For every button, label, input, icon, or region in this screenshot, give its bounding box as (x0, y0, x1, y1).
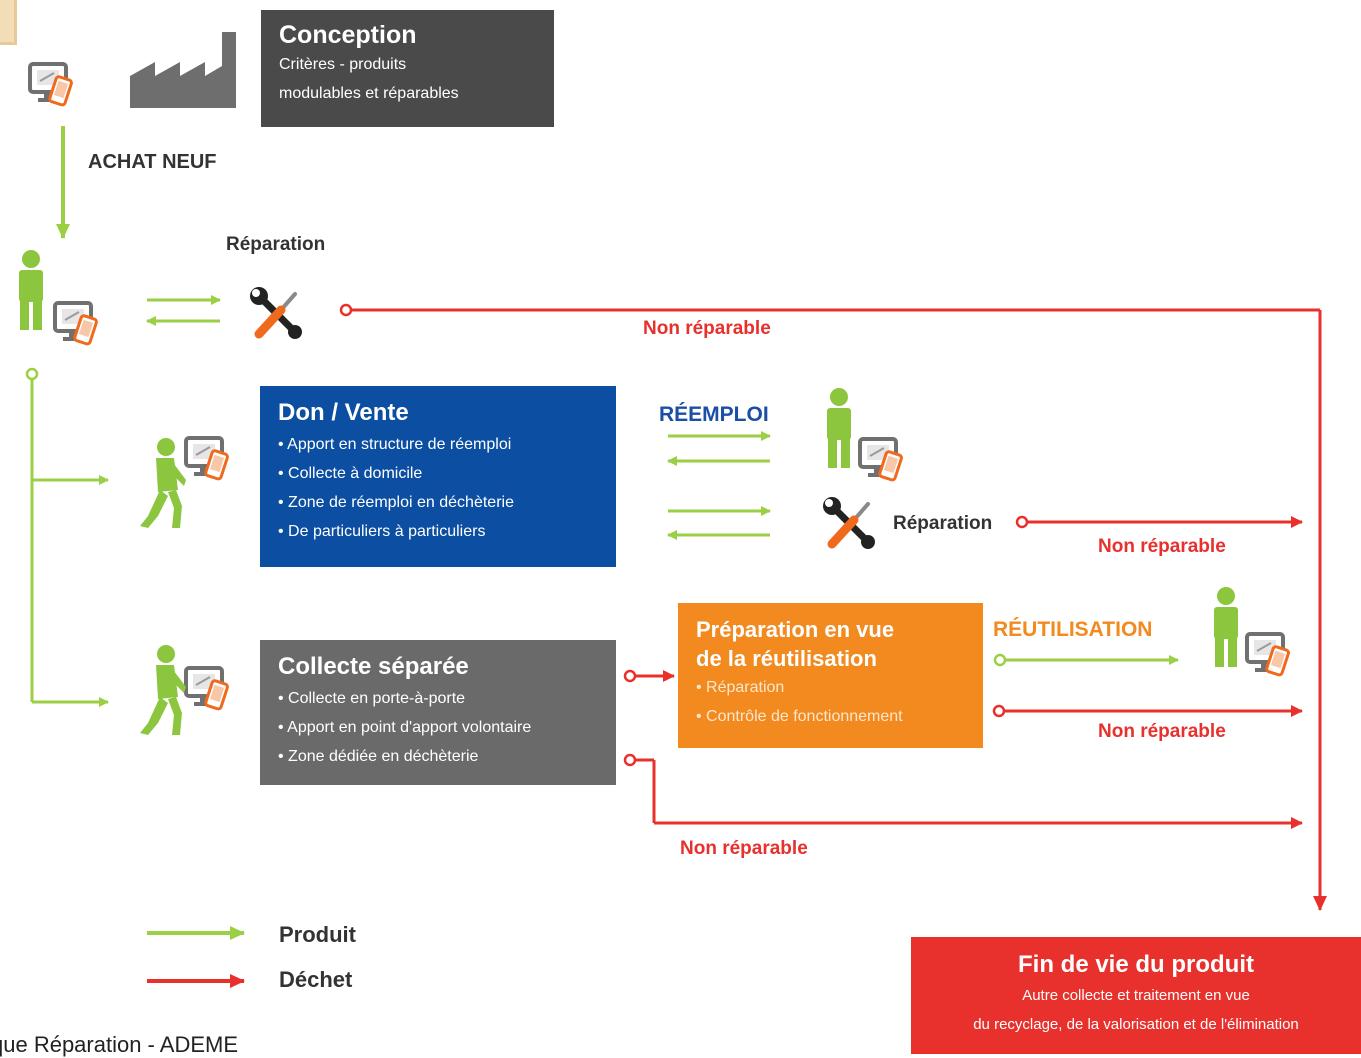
conception-box: Conception Critères - produits modulable… (261, 10, 554, 127)
repair-tools-icon-top (250, 287, 302, 339)
repair-tools-icon-mid (823, 497, 875, 549)
collecte-line-1: • Collecte en porte-à-porte (278, 690, 466, 707)
preparation-title-line-2: de la réutilisation (696, 646, 877, 671)
collecte-box: Collecte séparée • Collecte en porte-à-p… (260, 640, 616, 785)
computer-phone-icon-don (184, 436, 231, 482)
conception-line-2: modulables et réparables (279, 85, 459, 102)
computer-phone-icon-reemploi (858, 437, 905, 483)
reemploi-arrows (667, 431, 771, 540)
reutilisation-arrow (993, 653, 1179, 667)
conception-title: Conception (279, 21, 417, 49)
legend-produit-label: Produit (279, 922, 356, 947)
non-reparable-label-prep: Non réparable (1098, 721, 1226, 742)
walking-person-icon-collecte (140, 645, 186, 735)
don-vente-line-4: • De particuliers à particuliers (278, 523, 486, 540)
reparation-label-mid: Réparation (893, 513, 993, 534)
person-icon-user (19, 250, 43, 330)
fin-de-vie-line-2: du recyclage, de la valorisation et de l… (973, 1016, 1299, 1033)
non-reparable-label-top: Non réparable (643, 318, 771, 339)
factory-icon (130, 32, 236, 108)
don-vente-line-3: • Zone de réemploi en déchèterie (278, 494, 514, 511)
don-vente-title: Don / Vente (278, 399, 409, 426)
don-vente-line-2: • Collecte à domicile (278, 465, 423, 482)
preparation-line-2: • Contrôle de fonctionnement (696, 708, 903, 725)
fin-de-vie-box: Fin de vie du produit Autre collecte et … (911, 937, 1361, 1054)
collecte-title: Collecte séparée (278, 653, 469, 680)
don-vente-box: Don / Vente • Apport en structure de rée… (260, 386, 616, 567)
computer-phone-icon-top (28, 62, 75, 108)
source-caption: tique Réparation - ADEME (0, 1032, 239, 1057)
don-vente-line-1: • Apport en structure de réemploi (278, 436, 512, 453)
reutilisation-label: RÉUTILISATION (993, 618, 1153, 641)
reparation-label-top: Réparation (226, 234, 326, 255)
legend-dechet-label: Déchet (279, 967, 353, 992)
walking-person-icon-don (140, 438, 186, 528)
computer-phone-icon-user (53, 301, 100, 347)
person-icon-reemploi (827, 388, 851, 468)
collecte-line-2: • Apport en point d'apport volontaire (278, 719, 532, 736)
conception-line-1: Critères - produits (279, 56, 407, 73)
preparation-line-1: • Réparation (696, 679, 785, 696)
non-reparable-label-mid: Non réparable (1098, 536, 1226, 557)
fin-de-vie-title: Fin de vie du produit (1018, 951, 1254, 978)
waste-lines (339, 303, 1327, 911)
non-reparable-label-bottom: Non réparable (680, 838, 808, 859)
preparation-title-line-1: Préparation en vue (696, 617, 895, 642)
branch-lines (25, 367, 109, 707)
corner-tab (0, 0, 17, 45)
computer-phone-icon-reutilisation (1245, 632, 1292, 678)
achat-neuf-label: ACHAT NEUF (88, 151, 217, 173)
fin-de-vie-line-1: Autre collecte et traitement en vue (1022, 987, 1250, 1004)
person-icon-reutilisation (1214, 587, 1238, 667)
collecte-line-3: • Zone dédiée en déchèterie (278, 748, 479, 765)
preparation-box: Préparation en vue de la réutilisation •… (678, 603, 983, 748)
reemploi-label: RÉEMPLOI (659, 403, 769, 426)
computer-phone-icon-collecte (184, 666, 231, 712)
